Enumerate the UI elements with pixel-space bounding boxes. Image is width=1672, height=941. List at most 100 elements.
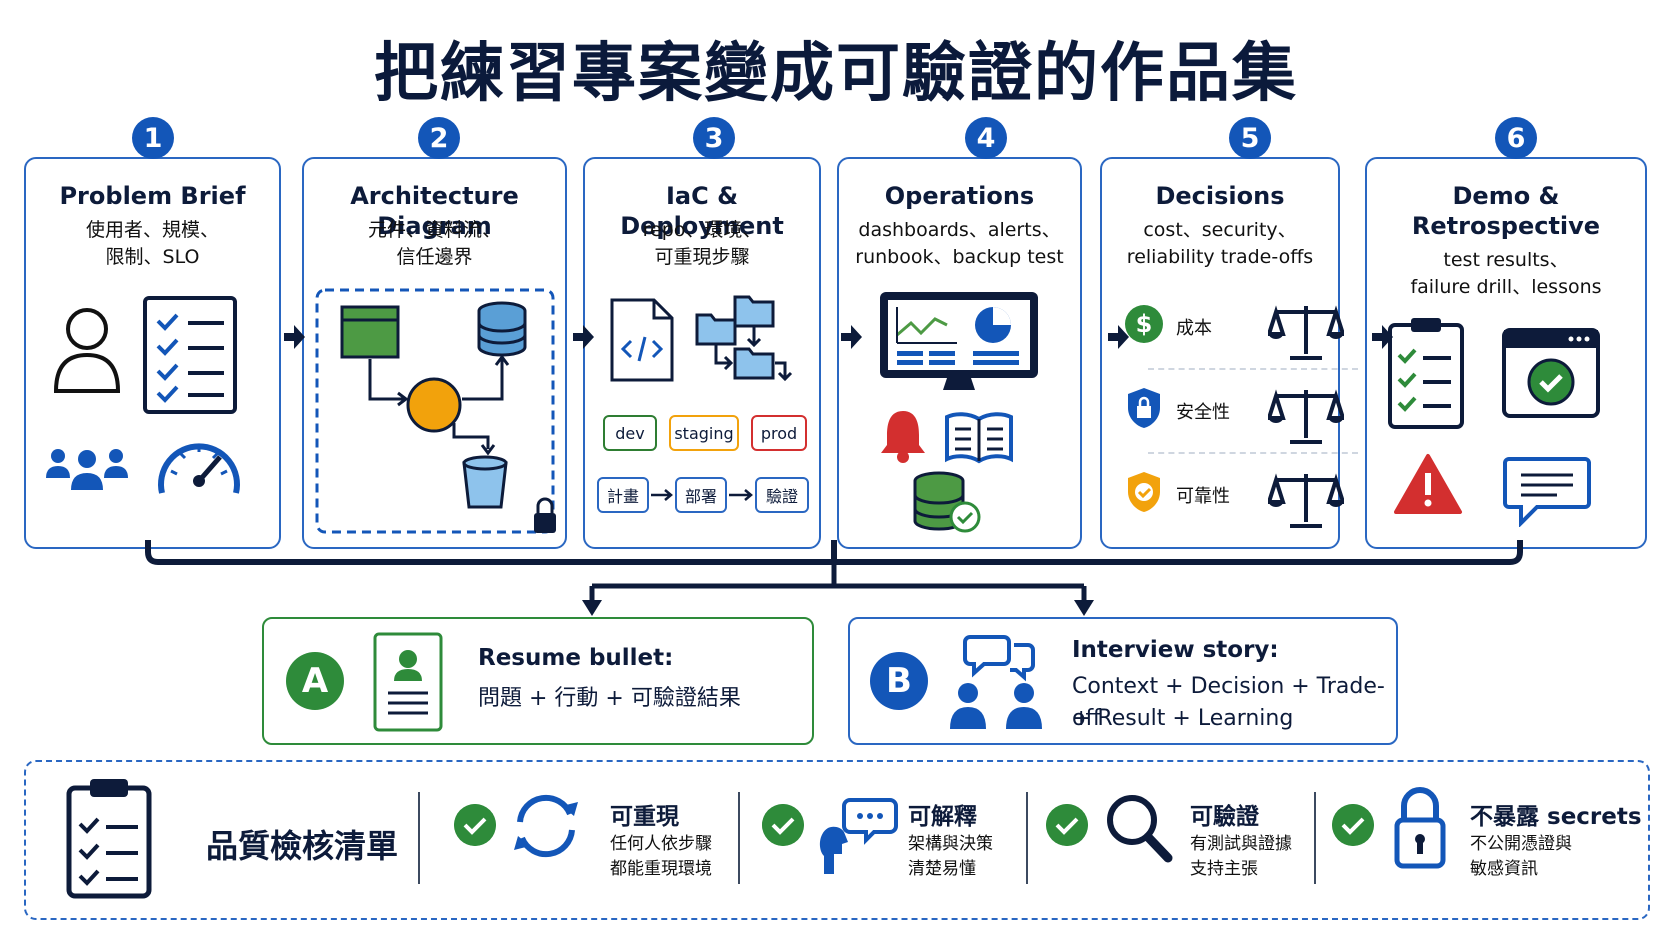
check-circle-icon — [762, 804, 804, 846]
dollar-icon: $ — [1125, 305, 1163, 343]
architecture-sketch — [315, 288, 556, 534]
card-title: Problem Brief — [59, 182, 246, 210]
step-card-operations: Operations dashboards、alerts、 runbook、ba… — [837, 157, 1082, 549]
outcome-card-resume: A Resume bullet: 問題 + 行動 + 可驗證結果 — [262, 617, 814, 745]
check-circle-icon — [1332, 804, 1374, 846]
flow-arrow-right-icon — [573, 325, 594, 349]
checklist-item-desc: 有測試與證據 支持主張 — [1190, 834, 1292, 879]
alert-bell-icon — [881, 411, 925, 463]
check-circle-icon — [1046, 804, 1088, 846]
outcome-card-interview: B Interview story: Context + Decision + … — [848, 617, 1398, 745]
card-subtitle: cost、security、 reliability trade-offs — [1126, 219, 1314, 268]
checklist-item-desc: 不公開憑證與 敏感資訊 — [1470, 834, 1572, 879]
card-subtitle: repo、環境、 可重現步驟 — [642, 219, 762, 268]
outcome-badge-a: A — [286, 652, 344, 710]
env-chip-staging: staging — [669, 415, 739, 451]
checklist-divider — [738, 792, 740, 884]
speedometer-icon — [158, 443, 240, 494]
decision-divider — [1148, 452, 1358, 454]
step-number-1: 1 — [132, 117, 174, 159]
magnifier-icon — [1107, 795, 1173, 863]
clipboard-icon — [66, 779, 152, 899]
outcome-text-line-2: + Result + Learning — [1072, 706, 1294, 731]
flow-chip-plan: 計畫 — [597, 477, 649, 513]
card-title-line-1: Demo & — [1452, 182, 1560, 210]
card-title: Decisions — [1155, 182, 1285, 210]
dashboard-monitor-icon — [880, 292, 1038, 390]
step-number-2: 2 — [418, 117, 460, 159]
svg-text:$: $ — [1136, 310, 1153, 338]
decision-divider — [1148, 368, 1358, 370]
checklist-divider — [1026, 792, 1028, 884]
warning-icon — [1394, 454, 1462, 514]
check-circle-icon — [454, 804, 496, 846]
flow-chip-deploy: 部署 — [675, 477, 727, 513]
flow-arrow-right-icon — [1372, 325, 1393, 349]
interview-people-icon — [950, 635, 1042, 729]
card-subtitle: 使用者、規模、 限制、SLO — [85, 219, 219, 268]
outcome-connector — [145, 540, 1523, 616]
step-number-6: 6 — [1495, 117, 1537, 159]
step-number-3: 3 — [693, 117, 735, 159]
checklist-item-heading: 可重現 — [610, 804, 679, 830]
shield-lock-icon — [1128, 388, 1160, 428]
refresh-icon — [514, 794, 578, 858]
flow-arrow-right-icon — [284, 325, 305, 349]
clipboard-checklist-icon — [1388, 318, 1464, 429]
runbook-icon — [945, 412, 1013, 464]
card-subtitle: dashboards、alerts、 runbook、backup test — [855, 219, 1064, 268]
card-subtitle: test results、 failure drill、lessons — [1410, 249, 1602, 298]
message-bubble-icon — [1503, 457, 1591, 527]
outcome-badge-b: B — [870, 652, 928, 710]
outcome-heading: Resume bullet: — [478, 645, 674, 671]
outcome-text: 問題 + 行動 + 可驗證結果 — [478, 686, 741, 711]
decision-label-cost: 成本 — [1176, 318, 1212, 339]
padlock-icon — [1394, 787, 1446, 869]
outcome-text-line-1: Context + Decision + Trade-off — [1072, 674, 1385, 731]
step-number-5: 5 — [1229, 117, 1271, 159]
checklist-divider — [1314, 792, 1316, 884]
step-card-problem-brief: Problem Brief 使用者、規模、 限制、SLO — [24, 157, 281, 549]
step-card-architecture-diagram: Architecture Diagram 元件、資料流、 信任邊界 — [302, 157, 567, 549]
checklist-item-heading: 可驗證 — [1190, 804, 1259, 830]
env-chip-dev: dev — [603, 415, 657, 451]
team-icon — [46, 449, 128, 490]
user-icon — [53, 308, 121, 393]
checklist-item-desc: 架構與決策 清楚易懂 — [908, 834, 993, 879]
checklist-icon — [143, 296, 237, 414]
flow-arrow-right-icon — [841, 325, 862, 349]
code-file-icon — [610, 298, 674, 382]
card-title: Demo & Retrospective — [1367, 181, 1645, 241]
quality-checklist: 品質檢核清單 可重現 任何人依步驟 都能重現環境 可解釋 架構與決策 清楚易懂 … — [24, 760, 1650, 920]
folder-tree-icon — [695, 295, 793, 382]
step-card-iac-deployment: IaC & Deployment repo、環境、 可重現步驟 dev stag… — [583, 157, 821, 549]
head-speech-icon — [819, 798, 898, 874]
checklist-title: 品質檢核清單 — [206, 827, 399, 865]
scale-icon — [1268, 473, 1344, 528]
env-chip-prod: prod — [751, 415, 807, 451]
decision-label-reliability: 可靠性 — [1176, 486, 1230, 507]
flow-chip-verify: 驗證 — [755, 477, 809, 513]
card-title-line-2: Retrospective — [1411, 212, 1601, 240]
checklist-item-heading: 不暴露 secrets — [1470, 804, 1642, 830]
checklist-item-desc: 任何人依步驟 都能重現環境 — [610, 834, 712, 879]
scale-icon — [1268, 305, 1344, 360]
scale-icon — [1268, 389, 1344, 444]
outcome-heading: Interview story: — [1072, 637, 1279, 663]
card-title: Operations — [884, 182, 1035, 210]
backup-database-icon — [913, 471, 981, 533]
card-title: Architecture Diagram — [350, 182, 519, 240]
step-card-demo-retrospective: Demo & Retrospective test results、 failu… — [1365, 157, 1647, 549]
page-title: 把練習專案變成可驗證的作品集 — [374, 37, 1298, 111]
card-title: IaC & Deployment — [620, 182, 784, 240]
browser-check-icon — [1502, 328, 1600, 418]
flow-arrow-right-icon — [1108, 325, 1129, 349]
decision-label-security: 安全性 — [1176, 402, 1230, 423]
checklist-item-heading: 可解釋 — [908, 804, 977, 830]
card-subtitle: 元件、資料流、 信任邊界 — [367, 219, 501, 268]
resume-icon — [373, 632, 443, 732]
shield-check-icon — [1128, 472, 1160, 512]
checklist-divider — [418, 792, 420, 884]
flow-arrows — [651, 489, 753, 501]
step-number-4: 4 — [965, 117, 1007, 159]
